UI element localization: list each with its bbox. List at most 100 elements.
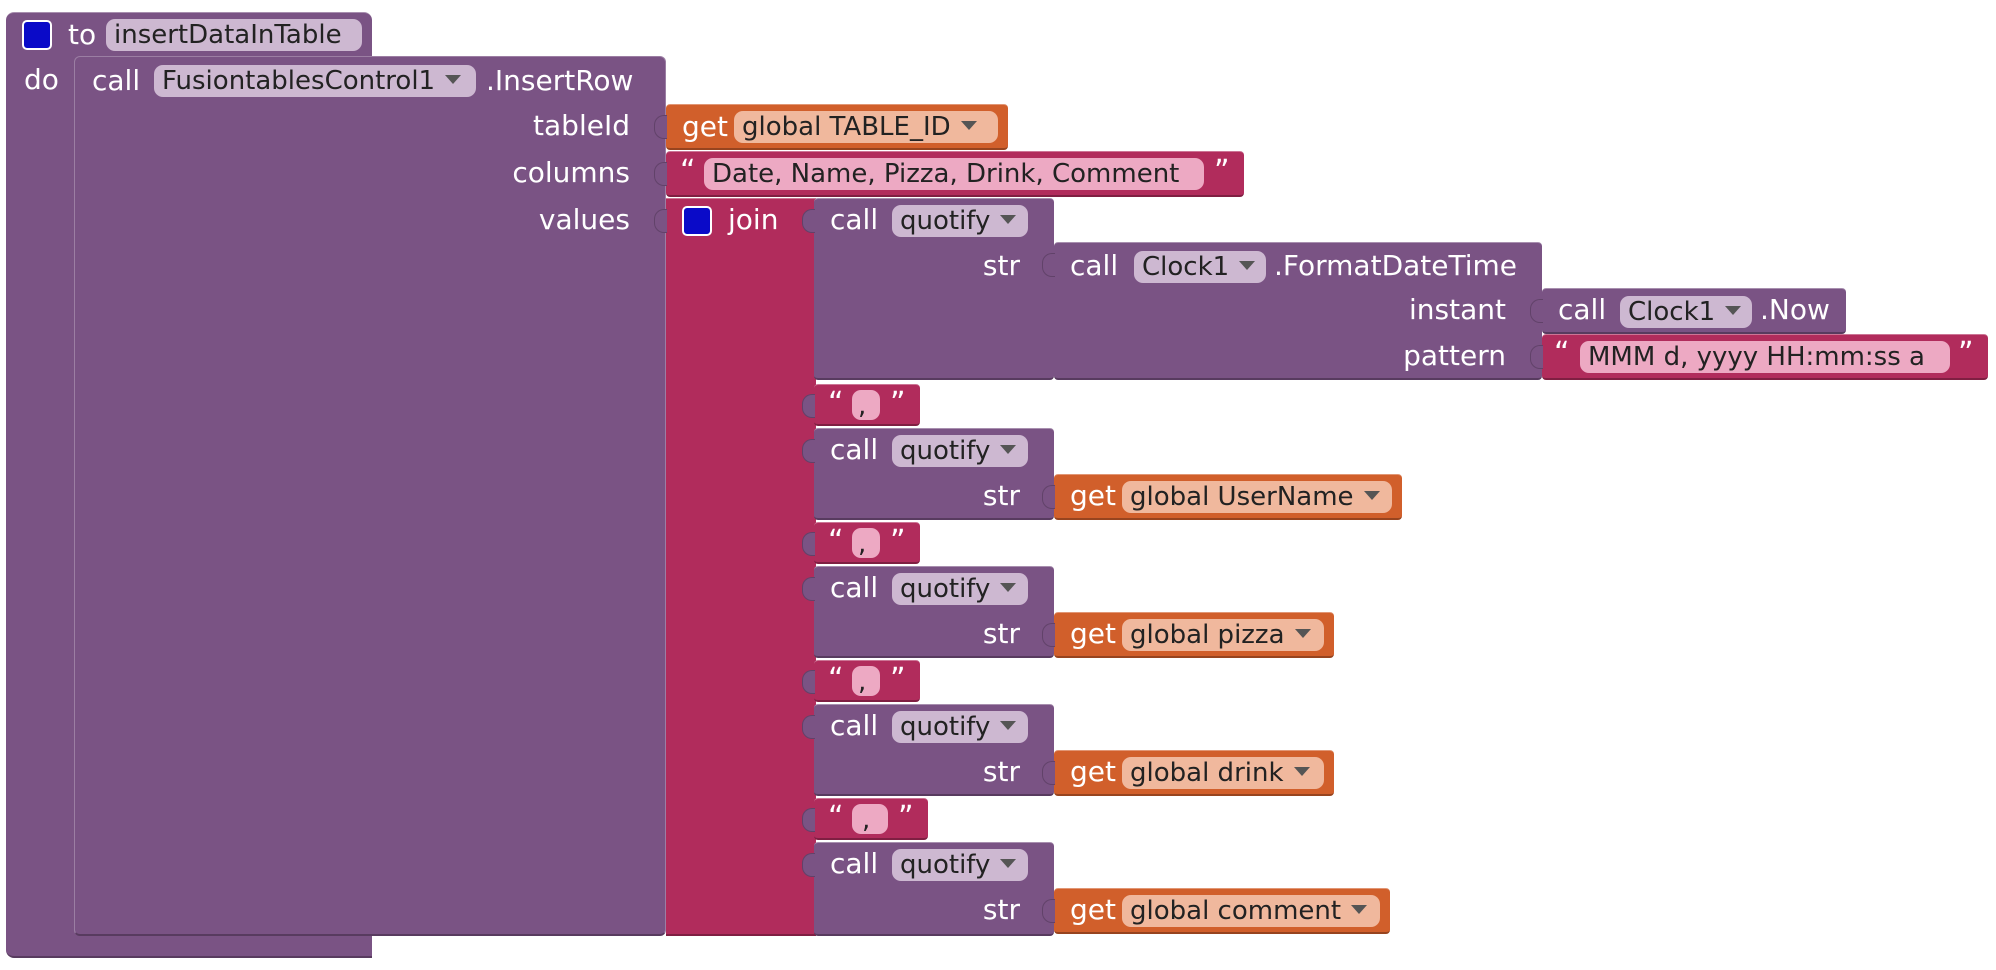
quotify-call-keyword: call: [830, 433, 879, 466]
chevron-down-icon: [960, 121, 977, 130]
quotify-dropdown-label: quotify: [900, 206, 991, 236]
procedure-name-field[interactable]: insertDataInTable: [106, 19, 362, 51]
chevron-down-icon: [1294, 629, 1311, 638]
drink-variable-label: global drink: [1130, 758, 1284, 788]
procedure-mutator-icon[interactable]: [22, 20, 52, 50]
quotify-dropdown[interactable]: quotify: [892, 435, 1028, 467]
quotify-call-keyword: call: [830, 571, 879, 604]
close-quote: ”: [898, 800, 914, 835]
insert-row-method: .InsertRow: [486, 64, 634, 97]
comma-text-field-4[interactable]: ,: [852, 804, 888, 835]
chevron-down-icon: [445, 75, 462, 84]
quotify-dropdown-label: quotify: [900, 850, 991, 880]
param-table-id: tableId: [533, 109, 630, 142]
socket-nub: [1042, 485, 1055, 509]
chevron-down-icon: [1000, 721, 1017, 730]
drink-variable-dropdown[interactable]: global drink: [1122, 757, 1324, 789]
columns-text-field[interactable]: Date, Name, Pizza, Drink, Comment: [704, 158, 1204, 190]
socket-nub: [1042, 899, 1055, 923]
component-dropdown[interactable]: FusiontablesControl1: [154, 65, 476, 97]
clock-component-label: Clock1: [1142, 252, 1230, 282]
socket-nub: [802, 532, 815, 556]
comment-variable-dropdown[interactable]: global comment: [1122, 895, 1380, 927]
close-quote: ”: [890, 386, 906, 421]
open-quote: “: [828, 662, 844, 697]
username-variable-dropdown[interactable]: global UserName: [1122, 481, 1392, 513]
get-keyword: get: [1070, 617, 1116, 650]
table-id-variable-dropdown[interactable]: global TABLE_ID: [734, 111, 998, 143]
now-method: .Now: [1760, 293, 1830, 326]
close-quote: ”: [890, 524, 906, 559]
quotify-dropdown[interactable]: quotify: [892, 849, 1028, 881]
comment-variable-label: global comment: [1130, 896, 1342, 926]
chevron-down-icon: [1000, 215, 1017, 224]
close-quote: ”: [1958, 336, 1974, 371]
open-quote: “: [828, 524, 844, 559]
chevron-down-icon: [1293, 767, 1310, 776]
pizza-variable-label: global pizza: [1130, 620, 1285, 650]
comma-text-field-2[interactable]: ,: [852, 528, 880, 559]
clock-call-keyword: call: [1070, 249, 1119, 282]
pattern-text-field[interactable]: MMM d, yyyy HH:mm:ss a: [1580, 341, 1950, 373]
insert-row-call-block[interactable]: [74, 56, 666, 936]
join-block[interactable]: [666, 198, 816, 936]
clock-component-dropdown[interactable]: Clock1: [1134, 251, 1266, 283]
socket-nub: [1042, 623, 1055, 647]
comma-text-field-1[interactable]: ,: [852, 390, 880, 421]
username-variable-label: global UserName: [1130, 482, 1354, 512]
socket-nub: [802, 394, 815, 418]
quotify-call-keyword: call: [830, 203, 879, 236]
join-label: join: [728, 203, 779, 236]
join-mutator-icon[interactable]: [682, 206, 712, 236]
quotify-call-keyword: call: [830, 847, 879, 880]
param-str: str: [982, 893, 1020, 926]
socket-nub: [802, 715, 815, 739]
quotify-dropdown-label: quotify: [900, 574, 991, 604]
quotify-dropdown[interactable]: quotify: [892, 711, 1028, 743]
socket-nub: [802, 670, 815, 694]
socket-nub: [654, 162, 667, 186]
get-keyword: get: [682, 110, 728, 143]
chevron-down-icon: [1725, 306, 1742, 315]
pizza-variable-dropdown[interactable]: global pizza: [1122, 619, 1324, 651]
quotify-dropdown-label: quotify: [900, 712, 991, 742]
chevron-down-icon: [1363, 491, 1380, 500]
keyword-do: do: [24, 63, 59, 96]
chevron-down-icon: [1239, 261, 1256, 270]
close-quote: ”: [890, 662, 906, 697]
param-str: str: [982, 755, 1020, 788]
quotify-call-keyword: call: [830, 709, 879, 742]
now-component-label: Clock1: [1628, 297, 1716, 327]
socket-nub: [1530, 299, 1543, 323]
quotify-dropdown[interactable]: quotify: [892, 205, 1028, 237]
insert-row-call-keyword: call: [92, 64, 141, 97]
open-quote: “: [828, 386, 844, 421]
now-call-keyword: call: [1558, 293, 1607, 326]
chevron-down-icon: [1000, 445, 1017, 454]
chevron-down-icon: [1351, 905, 1368, 914]
now-component-dropdown[interactable]: Clock1: [1620, 296, 1752, 328]
close-quote: ”: [1214, 154, 1230, 189]
open-quote: “: [680, 154, 696, 189]
param-str: str: [982, 249, 1020, 282]
get-keyword: get: [1070, 893, 1116, 926]
socket-nub: [654, 209, 667, 233]
open-quote: “: [828, 800, 844, 835]
chevron-down-icon: [1000, 583, 1017, 592]
socket-nub: [802, 439, 815, 463]
get-keyword: get: [1070, 755, 1116, 788]
socket-nub: [802, 209, 815, 233]
socket-nub: [1530, 345, 1543, 369]
keyword-to: to: [68, 18, 97, 51]
param-str: str: [982, 479, 1020, 512]
comma-text-field-3[interactable]: ,: [852, 666, 880, 697]
socket-nub: [802, 577, 815, 601]
param-values: values: [538, 203, 630, 236]
socket-nub: [1042, 253, 1055, 277]
quotify-dropdown-label: quotify: [900, 436, 991, 466]
param-columns: columns: [512, 156, 630, 189]
quotify-dropdown[interactable]: quotify: [892, 573, 1028, 605]
param-pattern: pattern: [1403, 339, 1506, 372]
param-str: str: [982, 617, 1020, 650]
socket-nub: [654, 115, 667, 139]
